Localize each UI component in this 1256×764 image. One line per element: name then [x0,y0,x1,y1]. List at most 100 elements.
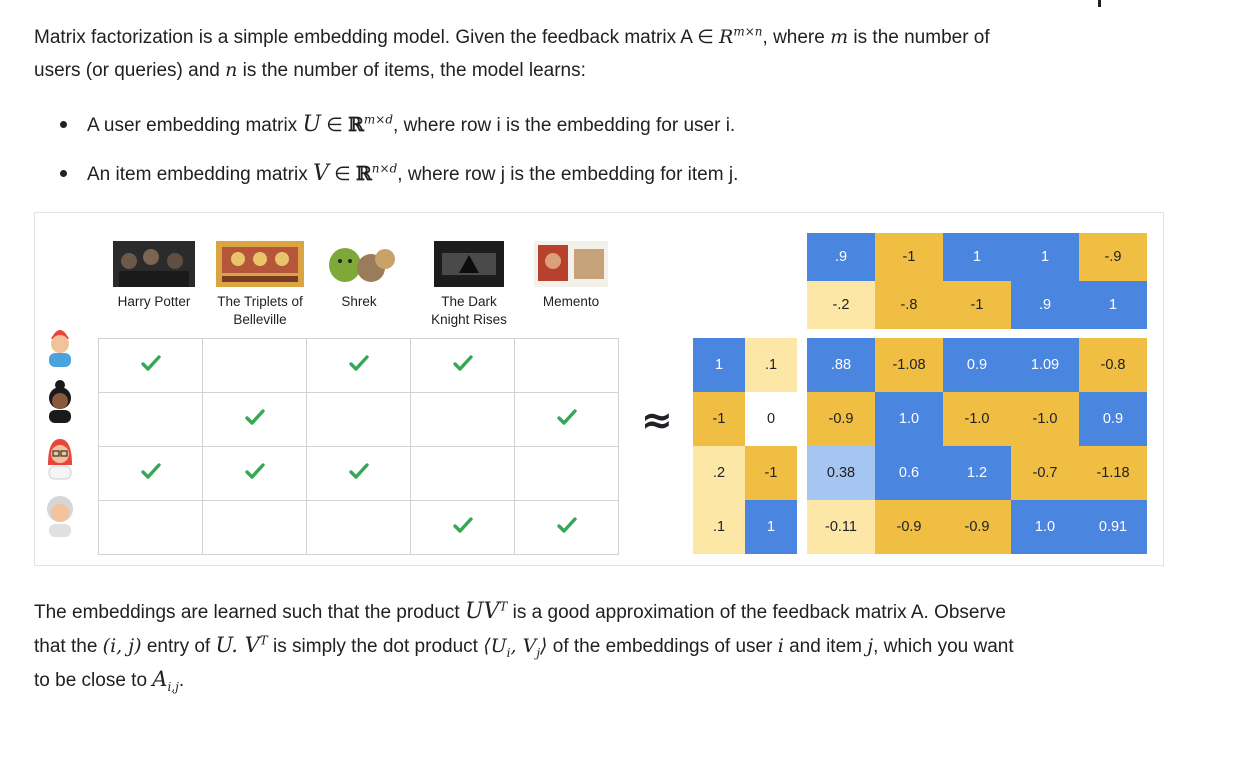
item-embedding-cell: -.9 [1079,233,1147,281]
product-cell: .88 [807,338,875,392]
item-embedding-cell: .9 [807,233,875,281]
outro-text: The embeddings are learned such that the… [34,602,465,623]
product-cell: -0.9 [807,392,875,446]
movie-title: Knight Rises [431,312,507,327]
math-m: m [830,26,849,48]
user-avatar-1-icon [49,330,71,367]
movie-title: The Dark [441,294,497,309]
user-avatar-2-icon [49,380,71,423]
bullet-dot-icon [60,170,67,177]
feedback-cell [306,392,411,447]
product-cell: 1.2 [943,446,1011,500]
checkmark-icon [140,355,161,371]
bullet-list: A user embedding matrix U ∈ ℝm×d, where … [60,108,738,206]
checkmark-icon [140,463,161,479]
feedback-cell [410,392,515,447]
product-cell: -0.9 [875,500,943,554]
movie-poster-image [534,241,608,287]
product-cell: 1.0 [1011,500,1079,554]
math-sub: i,j [167,679,179,694]
feedback-cell [98,446,203,501]
math-reals: ℝ [356,163,372,185]
checkmark-icon [348,463,369,479]
product-cell: 0.9 [1079,392,1147,446]
product-cell: 0.91 [1079,500,1147,554]
feedback-cell [202,500,307,555]
user-embedding-row: 1.1 [693,338,797,392]
feedback-cell [514,338,619,393]
feedback-row [98,392,619,447]
bullet-dot-icon [60,121,67,128]
bullet-item-item-matrix: An item embedding matrix V ∈ ℝn×d, where… [60,157,738,206]
outro-text: of the embeddings of user [547,636,778,657]
feedback-row [98,500,619,555]
movie-title: Shrek [341,294,377,309]
math-n: n [225,59,238,81]
approx-symbol: ≈ [641,398,673,442]
movie-triplets-of-belleville: The Triplets of Belleville [205,241,315,329]
math-R: R [719,26,734,48]
intro-text: users (or queries) and [34,60,226,81]
math-UV: UV [464,599,500,624]
bullet-text: , where row j is the embedding for item … [397,164,739,185]
checkmark-icon [452,517,473,533]
outro-text: is simply the dot product [267,636,484,657]
outro-text: . [178,670,185,691]
top-edge-mark [1098,0,1101,7]
checkmark-icon [244,463,265,479]
movie-dark-knight-rises: The Dark Knight Rises [419,241,519,329]
intro-text: is the number of [848,27,990,48]
product-cell: 0.9 [943,338,1011,392]
movie-title: Belleville [233,312,287,327]
bullet-text: A user embedding matrix [87,115,303,136]
factorization-figure: Harry Potter The Triplets of Belleville … [34,212,1164,566]
item-embedding-cell: -1 [875,233,943,281]
math-UV: U. V [215,633,260,657]
outro-paragraph: The embeddings are learned such that the… [34,595,1184,697]
product-cell: -1.0 [943,392,1011,446]
product-cell: 0.6 [875,446,943,500]
feedback-cell [202,338,307,393]
product-cell: 1.09 [1011,338,1079,392]
feedback-cell [202,392,307,447]
movie-title: The Triplets of [217,294,303,309]
outro-text: to be close to [34,670,153,691]
feedback-row [98,338,619,393]
item-embedding-cell: 1 [1011,233,1079,281]
feedback-cell [306,446,411,501]
product-cell: 1.0 [875,392,943,446]
user-embedding-cell: .2 [693,446,745,500]
product-cell: 0.38 [807,446,875,500]
intro-text: is the number of items, the model learns… [237,60,586,81]
user-embedding-cell: 0 [745,392,797,446]
product-cell: -0.7 [1011,446,1079,500]
math-sup: T [499,599,508,614]
feedback-row [98,446,619,501]
math-dot: ⟨U [483,635,507,657]
user-avatar-3-icon [48,439,72,480]
product-cell: -1.18 [1079,446,1147,500]
math-sub: j [536,645,541,660]
checkmark-icon [244,409,265,425]
intro-text: Matrix factorization is a simple embeddi… [34,27,720,48]
item-embedding-cell: -.2 [807,281,875,329]
math-j: j [867,635,874,657]
math-entry: (i, j) [102,635,142,657]
product-cell: -1.08 [875,338,943,392]
feedback-cell [202,446,307,501]
feedback-cell [98,500,203,555]
user-embedding-cell: -1 [745,446,797,500]
user-embedding-row: .2-1 [693,446,797,500]
feedback-cell [514,392,619,447]
intro-text: , where [762,27,831,48]
user-embedding-cell: -1 [693,392,745,446]
outro-text: entry of [141,636,216,657]
math-V: V [313,161,329,186]
product-cell: -0.11 [807,500,875,554]
